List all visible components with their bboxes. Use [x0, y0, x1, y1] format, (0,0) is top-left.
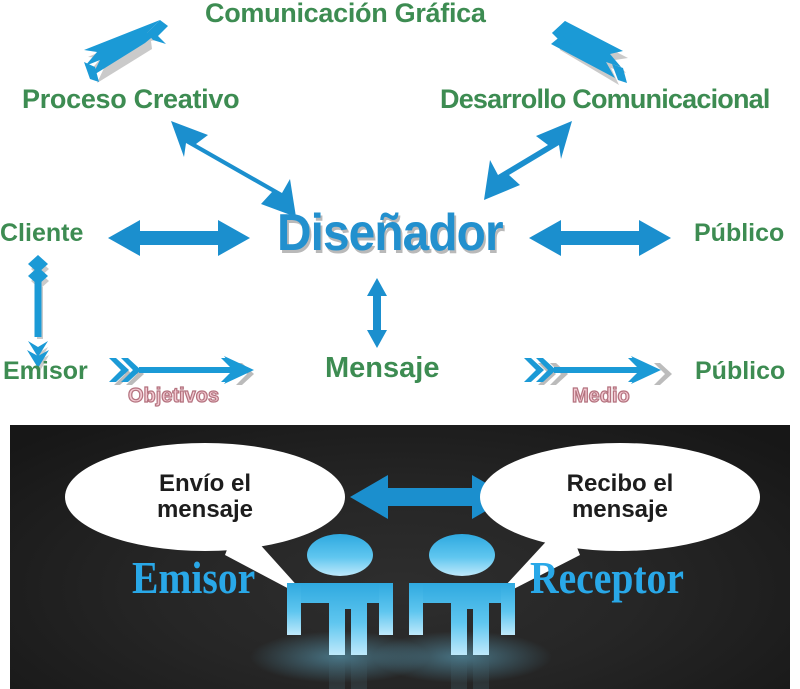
speech-bubble-receptor: Recibo el mensaje	[480, 443, 760, 551]
node-mensaje: Mensaje	[325, 352, 440, 384]
arrow-cliente-emisor	[27, 255, 49, 371]
arrow-disenador-publico	[529, 220, 671, 256]
node-disenador: Diseñador	[277, 204, 504, 262]
title-comunicacion-grafica: Comunicación Gráfica	[205, 0, 486, 28]
node-proceso-creativo: Proceso Creativo	[22, 84, 240, 114]
arrow-emisor-receptor	[350, 475, 510, 519]
arrow-objetivos	[109, 356, 254, 385]
arrow-titulo-proceso	[84, 20, 168, 83]
node-cliente: Cliente	[0, 219, 84, 247]
node-desarrollo-comunicacional: Desarrollo Comunicacional	[440, 84, 770, 114]
arrow-disenador-mensaje	[367, 278, 387, 348]
bubble-left-line1: Envío el	[158, 470, 252, 498]
caption-medio: Medio	[571, 384, 630, 407]
figure-emisor	[287, 534, 393, 689]
communication-panel: Envío el mensaje Recibo el mensaje Emiso…	[10, 425, 790, 689]
arrow-medio	[524, 356, 672, 385]
arrow-titulo-desarrollo	[551, 21, 628, 85]
node-publico-bottom: Público	[695, 357, 786, 385]
figure-receptor	[409, 534, 515, 689]
bubble-right-line2: mensaje	[571, 496, 669, 523]
caption-objetivos: Objetivos	[127, 384, 220, 407]
node-publico-right: Público	[694, 219, 785, 247]
node-emisor: Emisor	[3, 357, 88, 385]
speech-bubble-emisor: Envío el mensaje	[65, 443, 345, 551]
label-emisor-panel: Emisor	[132, 553, 256, 603]
bubble-left-line2: mensaje	[156, 496, 254, 523]
arrow-desarrollo-disenador	[484, 121, 572, 200]
label-receptor-panel: Receptor	[530, 553, 684, 603]
arrow-cliente-disenador	[108, 220, 250, 256]
bubble-right-line1: Recibo el	[566, 470, 674, 498]
